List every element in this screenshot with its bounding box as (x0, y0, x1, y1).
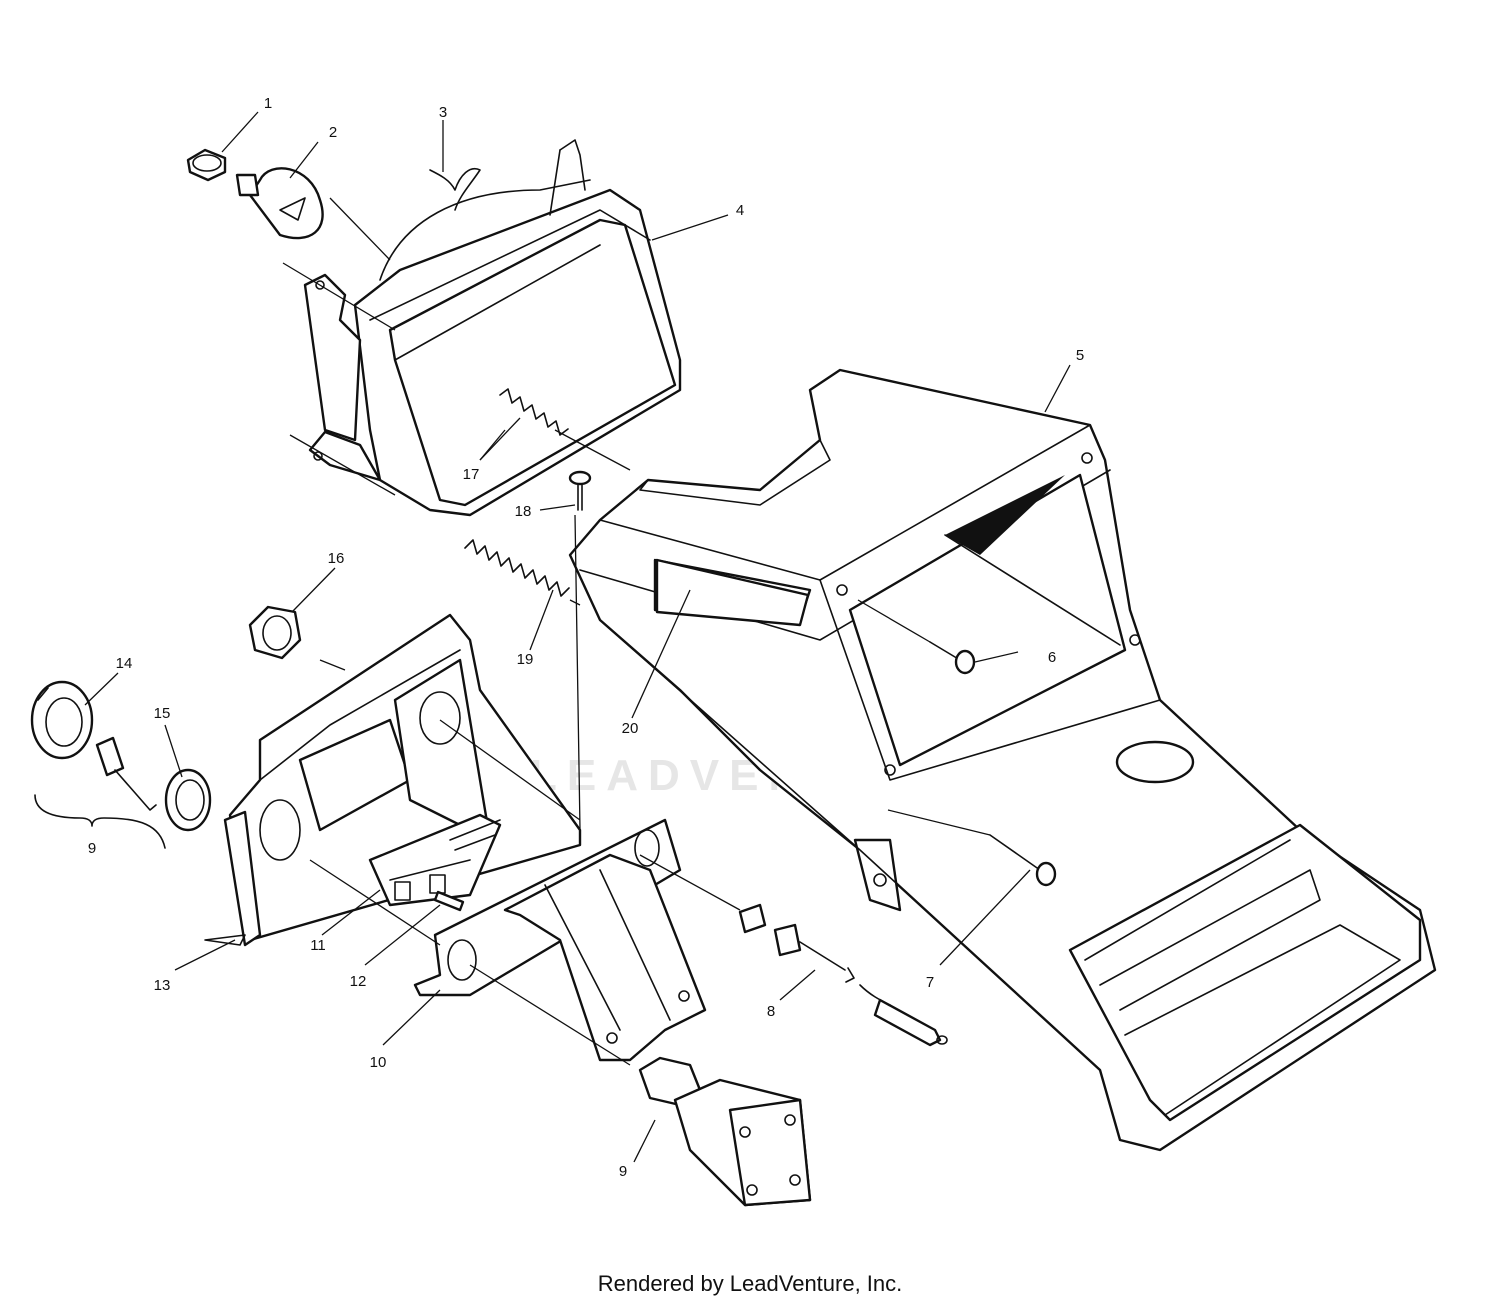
callout-8: 8 (767, 1003, 775, 1020)
adjuster-spring-lower (464, 539, 570, 597)
key-set-bracket (34, 794, 166, 849)
decal (655, 558, 810, 627)
footer-credit: Rendered by LeadVenture, Inc. (597, 1271, 903, 1296)
callout-labels: 1 2 3 4 5 6 7 8 9 9 10 11 12 13 14 15 16… (88, 95, 1084, 1180)
adjuster-spring-upper (499, 388, 569, 436)
instrument-panel (204, 613, 582, 947)
screw-lower (989, 834, 1057, 887)
ignition-key (95, 736, 157, 811)
bulb-socket (186, 148, 227, 182)
key-switch-bezel (30, 680, 94, 760)
screw-upper (929, 641, 976, 675)
callout-19: 19 (517, 651, 534, 668)
callout-12: 12 (350, 973, 367, 990)
callout-10: 10 (370, 1054, 387, 1071)
adjuster-screw (568, 470, 592, 511)
callout-4: 4 (736, 202, 744, 219)
callout-13: 13 (154, 977, 171, 994)
callout-6: 6 (1048, 649, 1056, 666)
headlight-housing (303, 139, 682, 517)
mounting-bracket (413, 818, 707, 1062)
wire-clip (429, 168, 481, 211)
callout-16: 16 (328, 550, 345, 567)
callout-15: 15 (154, 705, 171, 722)
callout-9-key-set: 9 (88, 840, 96, 857)
leader-lines (84, 111, 1071, 1163)
callout-1: 1 (264, 95, 272, 112)
ignition-switch (638, 1056, 812, 1207)
pin (433, 890, 465, 912)
key-switch-nut (164, 768, 212, 832)
callout-9-switch: 9 (619, 1163, 627, 1180)
toggle-switch (368, 813, 502, 907)
callout-17: 17 (463, 466, 480, 483)
callout-5: 5 (1076, 347, 1084, 364)
headlight-bulb (235, 167, 324, 240)
hex-nut (248, 605, 302, 660)
callout-18: 18 (515, 503, 532, 520)
callout-2: 2 (329, 124, 337, 141)
callout-3: 3 (439, 104, 447, 121)
hood-console (568, 368, 1437, 1152)
callout-7: 7 (926, 974, 934, 991)
choke-cable (738, 903, 948, 1047)
callout-20: 20 (622, 720, 639, 737)
callout-11: 11 (310, 937, 326, 954)
callout-14: 14 (116, 655, 133, 672)
